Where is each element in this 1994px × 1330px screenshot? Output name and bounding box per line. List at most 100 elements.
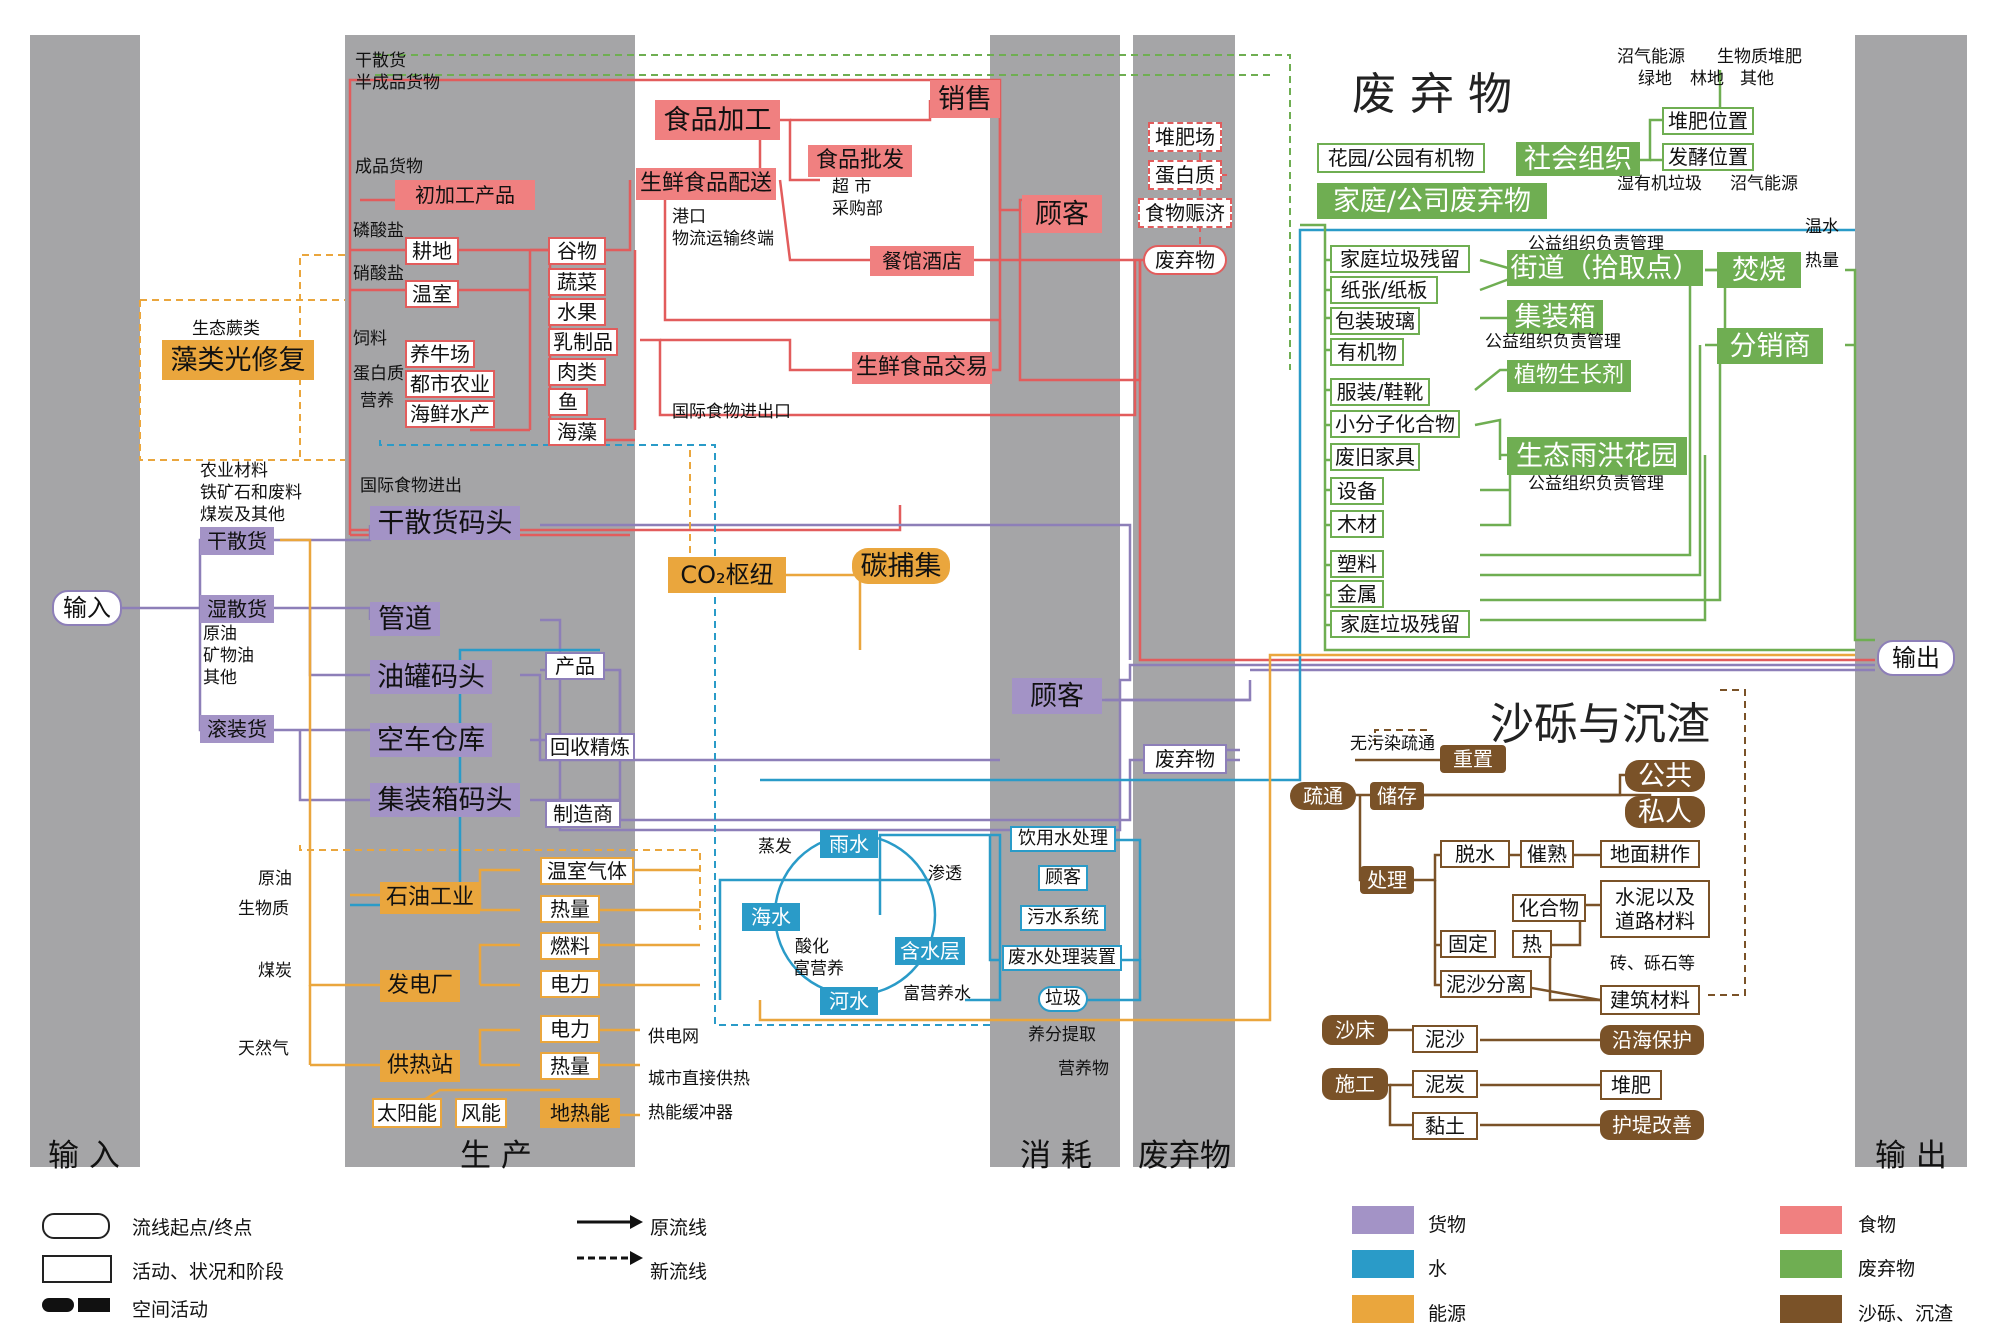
legend-waste: 废弃物 (1858, 1258, 1916, 1280)
label-coal: 煤炭 (258, 961, 292, 981)
legend-new-line: 新流线 (650, 1261, 708, 1283)
label-public-welfare-1: 公益组织负责管理 (1528, 234, 1664, 254)
label-evaporation: 蒸发 (758, 837, 792, 857)
clothing: 服装/鞋靴 (1330, 378, 1430, 406)
tank-dock: 油罐码头 (370, 660, 492, 694)
geothermal: 地热能 (540, 1098, 620, 1128)
legend-start-end: 流线起点/终点 (132, 1217, 253, 1239)
compost-position: 堆肥位置 (1662, 107, 1754, 135)
empty-container: 空车仓库 (370, 723, 492, 757)
section-output: 输 出 (1875, 1138, 1947, 1174)
label-grid: 供电网 (648, 1027, 699, 1047)
label-port: 港口 (672, 207, 706, 227)
seafood-node: 海鲜水产 (405, 400, 495, 428)
food-waste: 废弃物 (1143, 245, 1227, 275)
legend-swatch-sediment (1780, 1295, 1842, 1323)
label-natgas: 天然气 (238, 1039, 289, 1059)
hh-residual-1: 家庭垃圾残留 (1330, 245, 1470, 273)
label-nutrition-material: 营养物 (1058, 1059, 1109, 1079)
peat: 泥炭 (1412, 1070, 1478, 1098)
co2-hub: CO₂枢纽 (668, 557, 786, 593)
label-cement: 水泥以及 (1615, 885, 1695, 909)
power-plant: 发电厂 (380, 970, 460, 1002)
algae-remediation: 藻类光修复 (162, 340, 314, 380)
fresh-distribution: 生鲜食品配送 (636, 168, 776, 200)
compost-site: 堆肥场 (1148, 122, 1222, 152)
water-customer: 顾客 (1038, 865, 1088, 891)
incinerate: 焚烧 (1717, 252, 1801, 288)
food-processing: 食品加工 (655, 100, 780, 140)
equipment: 设备 (1330, 477, 1384, 505)
label-semi-finished: 半成品货物 (355, 73, 440, 93)
title-waste: 废 弃 物 (1352, 69, 1512, 120)
garden-organic: 花园/公园有机物 (1317, 143, 1485, 173)
drinking-water: 饮用水处理 (1010, 826, 1116, 852)
legend-sediment: 沙砾、沉渣 (1858, 1303, 1954, 1325)
heat-2: 热量 (540, 1052, 600, 1080)
container-node: 集装箱 (1507, 300, 1603, 334)
goods-customer: 顾客 (1012, 678, 1102, 714)
sales-node: 销售 (930, 80, 1000, 118)
farmland-node: 耕地 (405, 237, 459, 265)
aquifer: 含水层 (895, 937, 965, 965)
section-production: 生 产 (460, 1138, 532, 1174)
plant-growth: 植物生长剂 (1507, 360, 1631, 392)
cement-road: 水泥以及 道路材料 (1600, 880, 1710, 938)
social-org: 社会组织 (1516, 142, 1640, 176)
public: 公共 (1625, 760, 1705, 792)
legend-swatch-goods (1352, 1206, 1414, 1234)
protein-node: 蛋白质 (1148, 160, 1222, 190)
urban-ag-node: 都市农业 (405, 370, 495, 398)
private: 私人 (1625, 796, 1705, 828)
river: 河水 (820, 987, 878, 1015)
label-eutro-2: 富营养水 (903, 984, 971, 1004)
legend-spatial: 空间活动 (132, 1299, 209, 1321)
label-iron-ore: 铁矿石和废料 (200, 483, 302, 503)
title-sediment: 沙砾与沉渣 (1490, 699, 1710, 750)
label-public-welfare-2: 公益组织负责管理 (1485, 332, 1621, 352)
food-aid: 食物赈济 (1138, 198, 1232, 228)
wastewater-plant: 废水处理装置 (1002, 945, 1122, 971)
label-biogas-2: 沼气能源 (1730, 174, 1798, 194)
wood: 木材 (1330, 510, 1384, 538)
label-road: 道路材料 (1615, 909, 1695, 933)
construction: 施工 (1322, 1068, 1388, 1100)
primary-products: 初加工产品 (395, 180, 535, 210)
manufacturer: 制造商 (545, 800, 621, 828)
compost-sed: 堆肥 (1600, 1070, 1662, 1100)
label-heat: 热量 (1805, 251, 1839, 271)
rain-garden: 生态雨洪花园 (1507, 437, 1687, 475)
label-public-welfare-3: 公益组织负责管理 (1528, 474, 1664, 494)
rain: 雨水 (820, 830, 878, 858)
heat-sed: 热 (1512, 930, 1552, 958)
paper: 纸张/纸板 (1330, 276, 1438, 304)
label-purchasing: 采购部 (832, 199, 883, 219)
sea: 海水 (742, 903, 800, 931)
legend-water: 水 (1428, 1258, 1448, 1280)
sewage: 污水系统 (1020, 905, 1106, 931)
label-logistics: 物流运输终端 (672, 229, 774, 249)
legend-activity: 活动、状况和阶段 (132, 1261, 285, 1283)
section-input: 输 入 (48, 1138, 120, 1174)
label-wet-organic: 湿有机垃圾 (1617, 174, 1702, 194)
label-other: 其他 (203, 668, 237, 688)
old-furniture: 废旧家具 (1330, 443, 1420, 471)
label-infiltration: 渗透 (928, 864, 962, 884)
label-supermarket: 超 市 (832, 177, 872, 197)
container-dock: 集装箱码头 (370, 783, 520, 817)
label-heat-buffer: 热能缓冲器 (648, 1103, 733, 1123)
wet-bulk: 湿散货 (200, 595, 274, 623)
heating-station: 供热站 (380, 1050, 460, 1082)
dry-bulk: 干散货 (200, 527, 274, 555)
label-intl-food: 国际食物进出口 (672, 402, 791, 422)
legend-original-line: 原流线 (650, 1217, 708, 1239)
small-molecule: 小分子化合物 (1330, 410, 1460, 438)
label-nutrient-extract: 养分提取 (1028, 1025, 1096, 1045)
household-waste: 家庭/公司废弃物 (1317, 183, 1547, 219)
label-mineral-oil: 矿物油 (203, 646, 254, 666)
greenhouse-node: 温室 (405, 280, 459, 308)
organic: 有机物 (1330, 338, 1404, 366)
legend-pill-shape (42, 1213, 110, 1239)
heat-1: 热量 (540, 895, 600, 923)
fruit-node: 水果 (548, 298, 606, 326)
